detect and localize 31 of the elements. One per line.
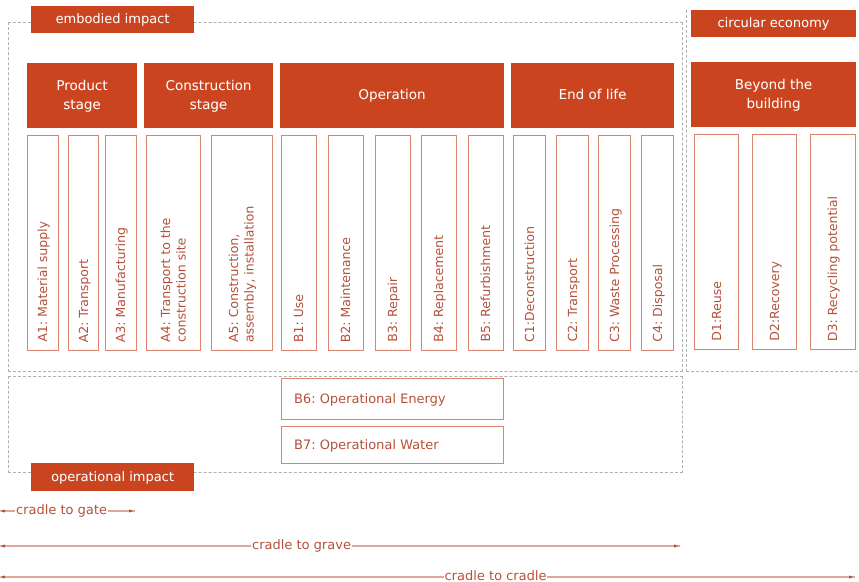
- module-box: B5: Refurbishment: [468, 135, 504, 351]
- region-tab-label: operational impact: [31, 463, 194, 491]
- module-box: A1: Material supply: [27, 135, 59, 351]
- module-box: D1:Reuse: [694, 134, 739, 350]
- module-box: B4: Replacement: [421, 135, 457, 351]
- module-box: D3: Recycling potential: [810, 134, 856, 350]
- module-box: C2: Transport: [556, 135, 589, 351]
- module-box: A5: Construction, assembly, installation: [211, 135, 273, 351]
- module-box: C1:Deconstruction: [513, 135, 546, 351]
- stage-header: End of life: [511, 63, 674, 128]
- span-label: cradle to cradle: [444, 569, 548, 582]
- module-box: A4: Transport to the construction site: [146, 135, 201, 351]
- stage-header: Operation: [280, 63, 504, 128]
- module-box: B2: Maintenance: [328, 135, 364, 351]
- module-box: A3: Manufacturing: [105, 135, 137, 351]
- dashed-region: [686, 10, 858, 372]
- stage-header: Product stage: [27, 63, 137, 128]
- module-box: B6: Operational Energy: [281, 378, 504, 420]
- module-box: A2: Transport: [68, 135, 99, 351]
- module-box: C4: Disposal: [641, 135, 674, 351]
- region-tab-label: circular economy: [691, 10, 856, 37]
- stage-header: Beyond the building: [691, 62, 856, 127]
- region-tab-label: embodied impact: [31, 6, 194, 33]
- module-box: B7: Operational Water: [281, 426, 504, 464]
- stage-header: Construction stage: [144, 63, 273, 128]
- module-box: D2:Recovery: [752, 134, 797, 350]
- span-label: cradle to grave: [251, 538, 352, 553]
- module-box: C3: Waste Processing: [598, 135, 631, 351]
- span-label: cradle to gate: [15, 503, 108, 518]
- module-box: B1: Use: [281, 135, 317, 351]
- module-box: B3: Repair: [375, 135, 411, 351]
